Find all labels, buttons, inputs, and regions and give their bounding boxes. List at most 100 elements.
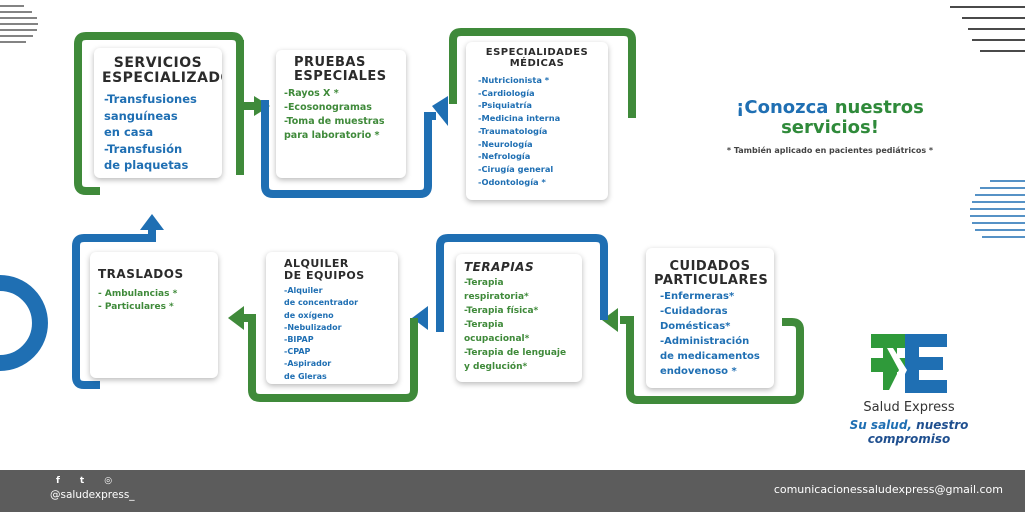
list-item: -Nebulizador	[284, 322, 342, 332]
card-title: CUIDADOS PARTICULARES	[654, 259, 769, 288]
list-item: -Aspirador	[284, 359, 332, 369]
list-item: -Transfusión	[104, 141, 183, 156]
list-item: -Toma de muestras	[284, 116, 385, 128]
list-item: -Psiquiatría	[478, 100, 532, 111]
card-title-line: TERAPIAS	[464, 260, 535, 274]
stripes-top-right	[950, 6, 1025, 52]
connector-cuidados-green	[620, 316, 804, 404]
stripes-right-blue	[970, 180, 1025, 238]
list-item: -Terapia	[464, 319, 504, 330]
list-item: Domésticas*	[660, 321, 731, 333]
card-pruebas-especiales: PRUEBAS ESPECIALES -Rayos X * -Ecosonogr…	[276, 50, 406, 178]
facebook-icon[interactable]: f	[56, 476, 60, 486]
service-list: -Rayos X * -Ecosonogramas -Toma de muest…	[284, 87, 398, 143]
social-handle[interactable]: @saludexpress_	[50, 489, 135, 501]
twitter-icon[interactable]: t	[79, 476, 85, 486]
list-item: -Enfermeras*	[660, 291, 735, 303]
list-item: -Administración	[660, 336, 750, 348]
list-item: -Terapia	[464, 277, 504, 288]
headline-line-2: servicios!	[781, 117, 879, 138]
list-item: para laboratorio *	[284, 130, 380, 142]
list-item: -Medicina interna	[478, 113, 561, 124]
social-icons: f t ◎	[50, 476, 140, 486]
card-title-line: ALQUILER	[284, 257, 349, 270]
list-item: -Cirugía general	[478, 163, 554, 174]
list-item: y deglución*	[464, 361, 528, 372]
arrow-to-alquiler	[412, 306, 428, 330]
connector-traslados-blue	[72, 228, 156, 389]
list-item: -Alquiler	[284, 286, 323, 296]
card-title-line: TRASLADOS	[98, 267, 184, 281]
card-cuidados-particulares: CUIDADOS PARTICULARES -Enfermeras* -Cuid…	[646, 248, 774, 388]
list-item: de concentrador	[284, 298, 359, 308]
slogan-prefix: Su salud,	[849, 418, 917, 432]
service-list: -Terapia respiratoria* -Terapia física* …	[464, 276, 574, 374]
card-title-line: ESPECIALIDADES	[485, 47, 589, 58]
list-item: ocupacional*	[464, 333, 530, 344]
list-item: -Transfusiones	[104, 92, 197, 107]
list-item: de oxígeno	[284, 310, 334, 320]
card-title-line: PARTICULARES	[654, 272, 769, 288]
arrow-to-traslados	[228, 306, 244, 330]
list-item: -Nefrología	[478, 151, 531, 162]
headline-accent: nuestros	[834, 97, 924, 118]
card-especialidades-medicas: ESPECIALIDADES MÉDICAS -Nutricionista * …	[466, 42, 608, 200]
card-title: SERVICIOS ESPECIALIZADOS	[102, 56, 222, 86]
brand-block: Salud Express Su salud, nuestro compromi…	[814, 330, 1004, 446]
list-item: - Particulares *	[98, 302, 174, 313]
card-title-line: CUIDADOS	[669, 259, 751, 274]
service-list: -Alquiler de concentrador de oxígeno -Ne…	[274, 285, 390, 383]
service-list: -Transfusiones sanguíneas en casa -Trans…	[102, 91, 214, 174]
list-item: -BIPAP	[284, 334, 314, 344]
stripes-top-left	[0, 5, 38, 43]
footer-bar: f t ◎ @saludexpress_ comunicacionessalud…	[0, 470, 1025, 512]
card-title: TERAPIAS	[464, 261, 574, 274]
list-item: -Terapia física*	[464, 305, 539, 316]
card-servicios-especializados: SERVICIOS ESPECIALIZADOS -Transfusiones …	[94, 48, 222, 178]
connector-servicios-green	[74, 32, 244, 195]
service-list: -Nutricionista * -Cardiología -Psiquiatr…	[474, 74, 600, 188]
brand-slogan: Su salud, nuestro compromiso	[814, 418, 1004, 446]
arrow-to-servicios	[140, 214, 164, 230]
list-item: respiratoria*	[464, 291, 529, 302]
card-title-line: PRUEBAS	[294, 55, 366, 70]
list-item: -Terapia de lenguaje	[464, 347, 567, 358]
card-title: TRASLADOS	[98, 268, 210, 281]
list-item: en casa	[104, 125, 154, 140]
service-list: - Ambulancias * - Particulares *	[98, 288, 210, 315]
connector-pruebas-blue	[261, 100, 436, 198]
slogan-rest: nuestro compromiso	[867, 418, 969, 446]
service-list: -Enfermeras* -Cuidadoras Domésticas* -Ad…	[654, 289, 766, 379]
contact-email[interactable]: comunicacionessaludexpress@gmail.com	[773, 483, 1003, 496]
list-item: - Ambulancias *	[98, 288, 178, 299]
headline: ¡Conozca nuestros servicios! * También a…	[700, 98, 960, 156]
card-title: ESPECIALIDADES MÉDICAS	[474, 47, 600, 69]
arrow-to-especialidades	[432, 96, 448, 126]
card-alquiler-de-equipos: ALQUILER DE EQUIPOS -Alquiler de concent…	[266, 252, 398, 384]
card-title-line: MÉDICAS	[509, 57, 565, 69]
list-item: -Rayos X *	[284, 88, 339, 100]
list-item: -Cuidadoras	[660, 306, 728, 318]
instagram-icon[interactable]: ◎	[104, 476, 113, 486]
arrow-to-terapias-from-cuidados	[602, 308, 618, 332]
connector-to-pruebas	[236, 40, 256, 110]
card-terapias: TERAPIAS -Terapia respiratoria* -Terapia…	[456, 254, 582, 382]
brand-name: Salud Express	[863, 400, 955, 415]
list-item: sanguíneas	[104, 108, 178, 123]
connector-alquiler-green	[242, 314, 418, 402]
list-item: de plaquetas	[104, 158, 189, 173]
list-item: de medicamentos	[660, 351, 760, 363]
card-title: PRUEBAS ESPECIALES	[284, 56, 398, 83]
list-item: -Neurología	[478, 138, 533, 149]
headline-line-1: ¡Conozca nuestros	[700, 98, 960, 118]
card-traslados: TRASLADOS - Ambulancias * - Particulares…	[90, 252, 218, 378]
list-item: endovenoso *	[660, 366, 737, 378]
list-item: -Nutricionista *	[478, 75, 550, 85]
list-item: -Odontología *	[478, 176, 546, 187]
headline-prefix: ¡Conozca	[736, 97, 835, 118]
pediatric-note: * También aplicado en pacientes pediátri…	[726, 146, 934, 155]
blue-ring-left	[0, 275, 48, 371]
card-title-line: ESPECIALIZADOS	[102, 69, 222, 86]
